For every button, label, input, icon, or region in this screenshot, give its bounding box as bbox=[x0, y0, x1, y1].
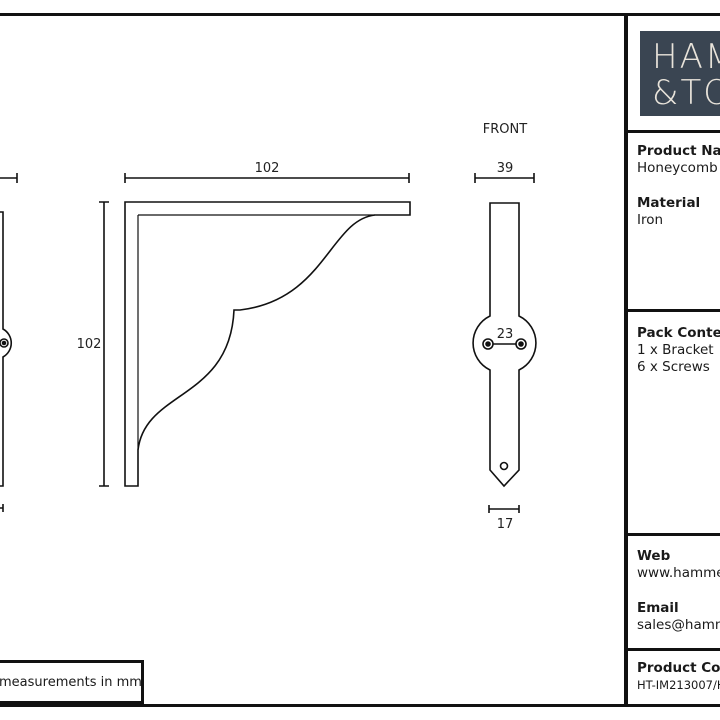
material-section: Material Iron bbox=[637, 195, 720, 229]
brand-logo: HAM &TO bbox=[640, 31, 720, 116]
material-value: Iron bbox=[637, 212, 664, 228]
dim-side-width bbox=[124, 173, 410, 183]
side-view bbox=[99, 173, 411, 487]
dim-side-height-label: 102 bbox=[77, 337, 102, 352]
panel-divider bbox=[626, 648, 720, 651]
email-section: Email sales@hamm bbox=[637, 600, 720, 634]
dim-front-width-label: 39 bbox=[497, 161, 514, 176]
email-value[interactable]: sales@hamm bbox=[637, 617, 720, 633]
dim-front-tip bbox=[488, 505, 520, 513]
panel-divider bbox=[626, 130, 720, 133]
measurement-note: measurements in mm bbox=[0, 660, 144, 704]
dim-hole-spacing-label: 23 bbox=[497, 327, 514, 342]
web-label: Web bbox=[637, 548, 671, 564]
dim-side-width-label: 102 bbox=[255, 161, 280, 176]
product-name-value: Honeycomb bbox=[637, 160, 718, 176]
technical-drawing: 102 102 FRONT 39 23 17 bbox=[0, 122, 537, 532]
partial-view bbox=[0, 173, 18, 512]
email-label: Email bbox=[637, 600, 679, 616]
product-code-label: Product Coc bbox=[637, 660, 720, 676]
pack-contents-item: 6 x Screws bbox=[637, 359, 710, 375]
product-name-section: Product Nar Honeycomb bbox=[637, 143, 720, 177]
front-view bbox=[472, 173, 537, 513]
product-code-section: Product Coc HT-IM213007/HT bbox=[637, 660, 720, 694]
pack-contents-section: Pack Conter 1 x Bracket 6 x Screws bbox=[637, 325, 720, 376]
panel-divider bbox=[626, 309, 720, 312]
panel-divider bbox=[624, 13, 628, 707]
pack-contents-item: 1 x Bracket bbox=[637, 342, 714, 358]
dim-side-height bbox=[99, 201, 109, 487]
pack-contents-label: Pack Conter bbox=[637, 325, 720, 341]
frame-top-border bbox=[0, 13, 720, 16]
panel-divider bbox=[626, 533, 720, 536]
product-name-label: Product Nar bbox=[637, 143, 720, 159]
product-code-value: HT-IM213007/HT bbox=[637, 678, 720, 692]
web-value[interactable]: www.hamme bbox=[637, 565, 720, 581]
front-view-title: FRONT bbox=[483, 122, 527, 137]
frame-bottom-border bbox=[0, 704, 720, 707]
dim-front-width bbox=[474, 173, 535, 183]
material-label: Material bbox=[637, 195, 701, 211]
web-section: Web www.hamme bbox=[637, 548, 720, 582]
dim-front-tip-label: 17 bbox=[497, 517, 514, 532]
